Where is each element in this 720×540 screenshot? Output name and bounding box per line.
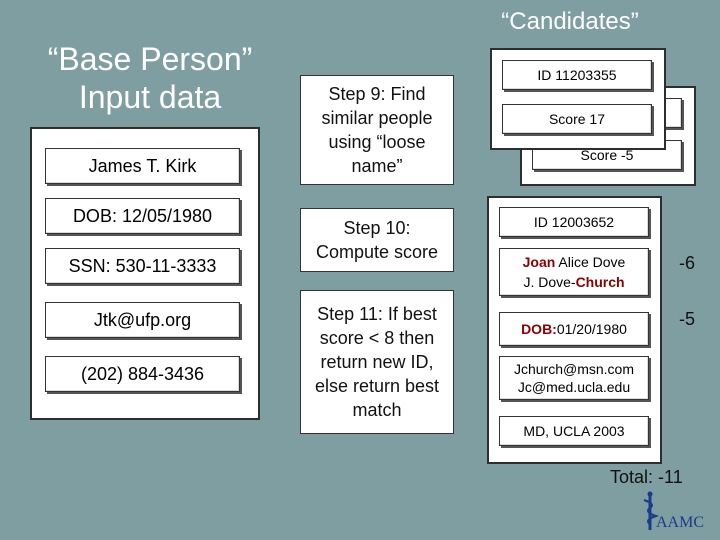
- name-alias-text: J. Dove-: [523, 274, 576, 290]
- dob-value-text: 01/20/1980: [556, 321, 627, 337]
- surname-match-highlight: Church: [575, 274, 625, 290]
- name-rest-text: Alice Dove: [555, 254, 626, 270]
- candidate-front-score: Score 17: [502, 104, 652, 134]
- ssn-field: SSN: 530-11-3333: [45, 248, 240, 284]
- email-field: Jtk@ufp.org: [45, 302, 240, 338]
- candidate-main-id: ID 12003652: [499, 207, 649, 237]
- dob-field: DOB: 12/05/1980: [45, 198, 240, 234]
- aamc-logo: AAMC: [630, 490, 718, 534]
- candidates-title: “Candidates”: [501, 8, 639, 35]
- name-match-highlight: Joan: [522, 254, 556, 270]
- base-person-title: “Base Person”: [47, 41, 253, 77]
- candidate-front-id: ID 11203355: [502, 60, 652, 90]
- base-person-heading: “Base Person” Input data: [20, 40, 280, 117]
- candidate-main-emails: Jchurch@msn.com Jc@med.ucla.edu: [499, 356, 649, 400]
- step-9-box: Step 9: Find similar people using “loose…: [300, 75, 454, 185]
- candidate-name-line2: J. Dove-Church: [523, 272, 624, 292]
- input-data-title: Input data: [78, 79, 222, 116]
- candidate-main-degree: MD, UCLA 2003: [499, 416, 649, 446]
- step-11-box: Step 11: If best score < 8 then return n…: [300, 290, 454, 434]
- candidate-main-name: Joan Alice Dove J. Dove-Church: [499, 248, 649, 296]
- caduceus-icon: [643, 491, 660, 530]
- phone-field: (202) 884-3436: [45, 356, 240, 392]
- score-name: -6: [679, 253, 696, 273]
- step-10-box: Step 10: Compute score: [300, 208, 454, 272]
- score-total: Total: -11: [610, 467, 683, 487]
- score-dob: -5: [679, 309, 696, 329]
- email-line-1: Jchurch@msn.com: [513, 361, 635, 377]
- name-field: James T. Kirk: [45, 148, 240, 184]
- dob-label-highlight: DOB:: [521, 321, 557, 337]
- candidate-name-line1: Joan Alice Dove: [523, 252, 626, 272]
- email-line-2: Jc@med.ucla.edu: [517, 379, 631, 395]
- aamc-logo-text: AAMC: [656, 514, 705, 531]
- candidate-main-dob: DOB: 01/20/1980: [499, 312, 649, 346]
